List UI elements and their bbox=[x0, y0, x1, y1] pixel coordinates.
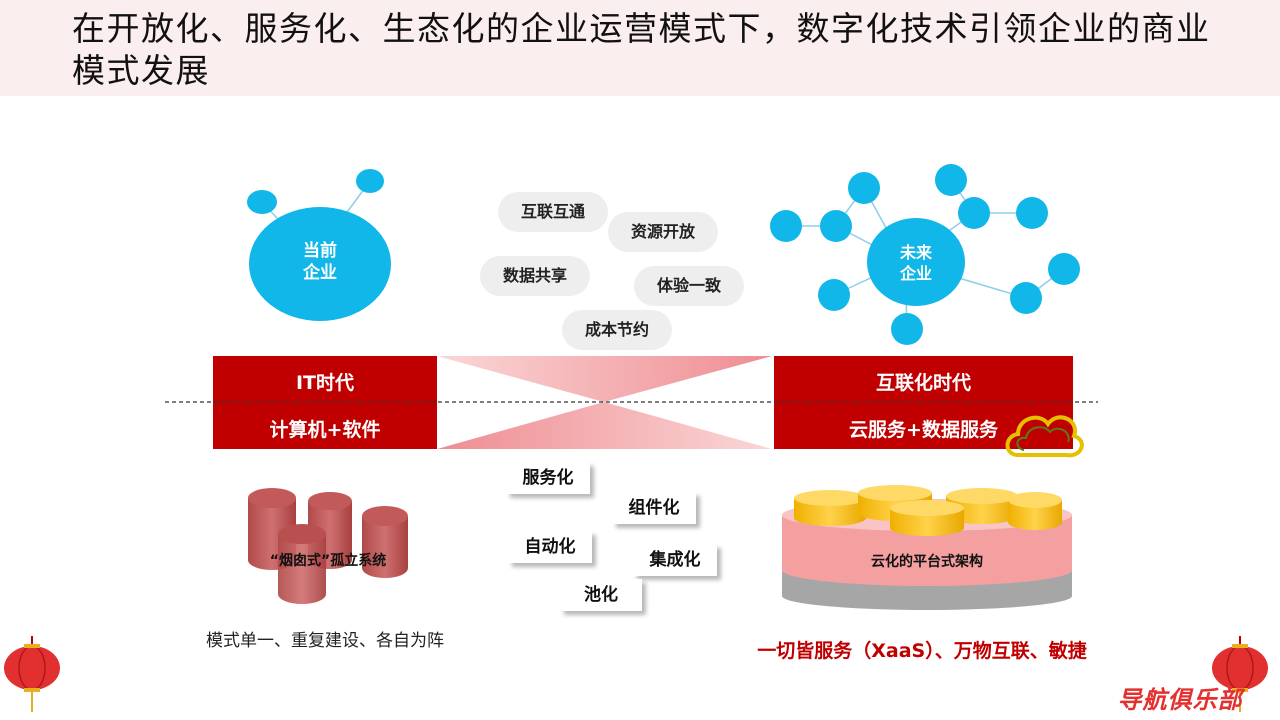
future-enterprise-label: 未来 企业 bbox=[899, 243, 932, 283]
left-band-top-label: IT时代 bbox=[295, 372, 355, 394]
current-enterprise-label: 当前 企业 bbox=[303, 241, 337, 283]
capability-card: 自动化 bbox=[508, 531, 592, 563]
lantern-left-icon bbox=[4, 636, 60, 712]
right-caption: 一切皆服务（XaaS）、万物互联、敏捷 bbox=[757, 640, 1087, 662]
feature-pill: 互联互通 bbox=[498, 192, 608, 232]
hourglass-top bbox=[437, 356, 772, 402]
right-band-top-label: 互联化时代 bbox=[875, 372, 971, 394]
cloud-icon bbox=[1005, 415, 1084, 458]
watermark-logo: 导航俱乐部 bbox=[1117, 686, 1243, 714]
platform-label: 云化的平台式架构 bbox=[871, 554, 983, 570]
right-band-bottom-label: 云服务+数据服务 bbox=[849, 419, 998, 441]
capability-card: 组件化 bbox=[612, 492, 696, 524]
left-band-bottom-label: 计算机+软件 bbox=[269, 419, 381, 441]
title-bar bbox=[0, 0, 1280, 96]
right-enterprise-nodes bbox=[770, 164, 1080, 345]
capability-card: 池化 bbox=[560, 579, 642, 611]
lantern-right-icon bbox=[1212, 636, 1268, 712]
left-enterprise-network bbox=[247, 169, 391, 321]
capability-card: 服务化 bbox=[506, 462, 590, 494]
chimney-system-label: “烟囱式”孤立系统 bbox=[269, 553, 387, 569]
left-caption: 模式单一、重复建设、各自为阵 bbox=[206, 631, 444, 651]
hourglass-bottom bbox=[437, 402, 772, 449]
feature-pill: 体验一致 bbox=[634, 266, 744, 306]
page-title: 在开放化、服务化、生态化的企业运营模式下，数字化技术引领企业的商业模式发展 bbox=[72, 9, 1211, 90]
feature-pill: 数据共享 bbox=[480, 256, 590, 296]
capability-card: 集成化 bbox=[633, 544, 717, 576]
future-enterprise-circle bbox=[867, 218, 965, 306]
chimney-cylinders bbox=[248, 488, 408, 604]
gold-cylinders bbox=[794, 485, 1062, 536]
current-enterprise-circle bbox=[249, 207, 391, 321]
feature-pill: 资源开放 bbox=[608, 212, 718, 252]
feature-pill: 成本节约 bbox=[562, 310, 672, 350]
